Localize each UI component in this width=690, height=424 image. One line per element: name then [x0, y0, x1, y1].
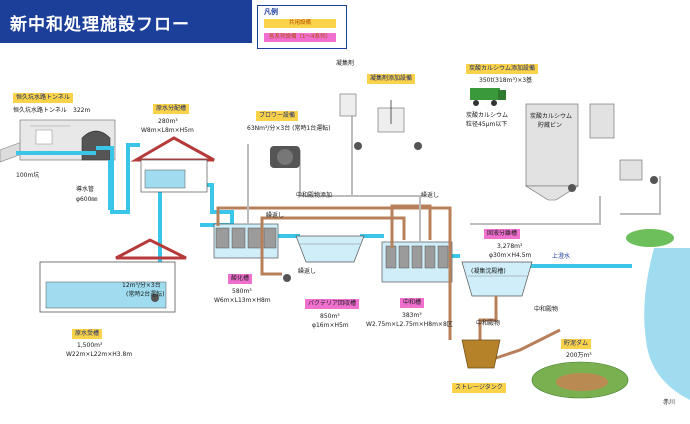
lime-equipment: [470, 88, 658, 201]
river: [626, 229, 690, 400]
neutral-size: W2.75m×L2.75m×H8m×8区: [366, 321, 453, 328]
page-title: 新中和処理施設フロー: [10, 15, 190, 35]
sludge-dam: [531, 361, 629, 399]
separation-inner: (凝集沈殿槽): [471, 268, 506, 275]
receiving-volume: 1,500m³: [77, 342, 103, 349]
neutralization-tank: [381, 241, 453, 283]
legend-series: 各系列設備（1～4系列）: [264, 33, 336, 42]
tunnel-tag: 恒久坑水路トンネル: [13, 93, 73, 103]
tunnel-length: 322m: [73, 107, 91, 114]
lime-particle: 粒径45μm以下: [466, 121, 508, 128]
pipe-dia: φ600㎜: [76, 196, 98, 203]
distribution-volume: 280m³: [158, 118, 178, 125]
separation-tag: 固液分離槽: [484, 229, 521, 239]
lime-silo-1: 炭酸カルシウム: [530, 113, 573, 120]
lime-silo-2: 貯蔵ビン: [538, 122, 563, 129]
dam-volume: 200万m³: [566, 352, 592, 359]
river-label: 赤川: [663, 399, 676, 406]
flow-neutral-sludge-2: 中和殿物: [534, 306, 559, 313]
oxidation-tag: 酸化槽: [228, 274, 253, 284]
distribution-tag: 原水分配槽: [153, 104, 190, 114]
tunnel-desc: 恒久坑水路トンネル: [13, 107, 67, 114]
receiving-tag: 原水受槽: [72, 329, 103, 339]
legend-title: 凡例: [264, 8, 278, 16]
separation-volume: 3,278m³: [497, 243, 523, 250]
storage-tag: ストレージタンク: [452, 383, 506, 393]
blower-unit: [270, 146, 300, 168]
flow-neutral-sludge-1: 中和殿物: [476, 320, 501, 327]
legend: 凡例 共用設備 各系列設備（1～4系列）: [257, 5, 347, 49]
bacteria-tank: [283, 235, 365, 282]
receiving-tank: [39, 238, 187, 313]
flow-return-3: 繰返し: [298, 268, 317, 275]
oxidation-tank: [213, 223, 279, 259]
neutral-volume: 383m³: [402, 312, 422, 319]
storage-tank: [461, 339, 501, 369]
dam-tag: 貯泥ダム: [561, 339, 592, 349]
oxidation-size: W6m×L13m×H8m: [214, 297, 271, 304]
lime-tag: 炭酸カルシウム添加設備: [466, 64, 539, 74]
separation-size: φ30m×H4.5m: [489, 252, 532, 259]
distribution-tank-building: [130, 136, 215, 193]
coagulant-tag: 凝集剤添加設備: [367, 74, 416, 84]
blower-spec: 63Nm³/分×3台 (常時1台運転): [247, 125, 331, 132]
flow-clear-water: 上澄水: [552, 253, 571, 260]
separation-tank: [461, 261, 533, 297]
lime-material: 炭酸カルシウム: [466, 112, 509, 119]
tunnel-structure: [0, 119, 116, 163]
sludge-pipes: [216, 204, 561, 362]
legend-common: 共用設備: [264, 19, 336, 28]
flow-return-1: 繰返し: [421, 192, 440, 199]
bacteria-volume: 850m³: [320, 313, 340, 320]
receiving-pump-note: (常時2台運転): [126, 291, 165, 298]
air-lines: [247, 102, 661, 242]
coagulant-label: 凝集剤: [336, 60, 355, 67]
oxidation-volume: 580m³: [232, 288, 252, 295]
pipe-label: 導水管: [76, 186, 95, 193]
blower-tag: ブロワー設備: [256, 111, 299, 121]
receiving-size: W22m×L22m×H3.8m: [66, 351, 133, 358]
flow-return-2: 繰返し: [266, 212, 285, 219]
bacteria-tag: バクテリア回収槽: [305, 299, 360, 309]
neutral-tag: 中和槽: [400, 298, 425, 308]
flow-neutral-sludge-add: 中和殿物添加: [296, 192, 333, 199]
bacteria-size: φ16m×H5m: [312, 322, 349, 329]
distribution-size: W8m×L8m×H5m: [141, 127, 194, 134]
lime-spec: 350t(318m³)×3基: [479, 77, 533, 84]
tunnel-entrance: 100m坑: [16, 172, 40, 179]
coagulant-equipment: [339, 93, 422, 150]
receiving-pump: 12m³/分×3台: [122, 282, 161, 289]
header-bar: 新中和処理施設フロー: [0, 0, 252, 43]
